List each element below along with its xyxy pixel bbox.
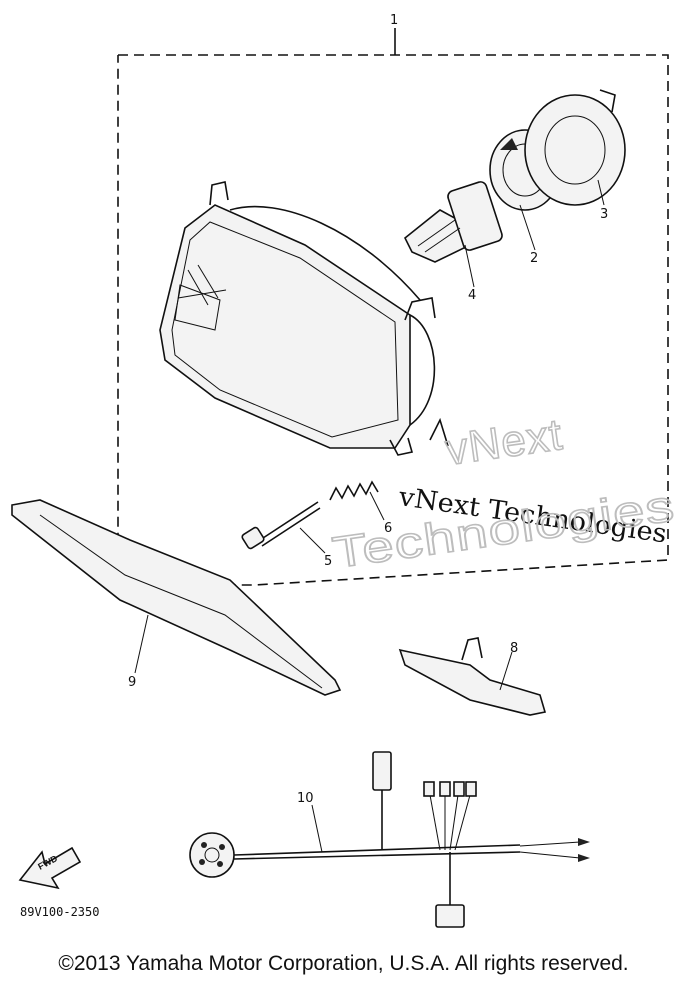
callout-2: 2 — [530, 251, 538, 266]
headlight-housing[interactable] — [159, 181, 436, 456]
callout-1: 1 — [390, 13, 398, 28]
callout-10: 10 — [297, 791, 314, 806]
bulb-cover[interactable] — [524, 89, 626, 206]
bulb[interactable] — [403, 180, 504, 263]
leader-lines — [134, 179, 605, 853]
adjusting-screw[interactable] — [241, 501, 321, 550]
callout-6: 6 — [384, 521, 392, 536]
spring[interactable] — [329, 480, 379, 501]
assembly-outline — [117, 28, 669, 586]
watermark-outline-top: vNext — [443, 410, 566, 475]
long-bracket[interactable] — [11, 499, 342, 696]
callout-8: 8 — [510, 641, 518, 656]
forward-arrow-icon: FWD — [18, 846, 82, 890]
copyright-notice: ©2013 Yamaha Motor Corporation, U.S.A. A… — [58, 952, 629, 975]
wire-harness[interactable] — [189, 751, 590, 928]
callout-9: 9 — [128, 675, 136, 690]
callout-5: 5 — [324, 554, 332, 569]
callout-4: 4 — [468, 288, 476, 303]
clip — [429, 417, 449, 447]
short-bracket[interactable] — [398, 637, 547, 716]
diagram-code: 89V100-2350 — [20, 905, 99, 919]
callout-3: 3 — [600, 207, 608, 222]
